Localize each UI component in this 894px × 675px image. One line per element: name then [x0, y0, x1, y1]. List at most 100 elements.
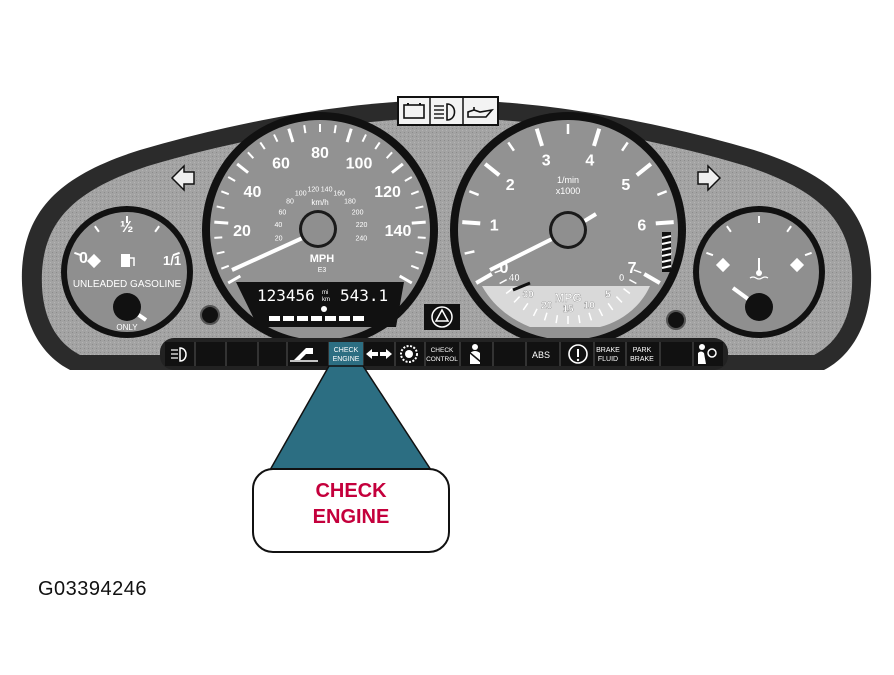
- speedometer-tick: [214, 236, 223, 239]
- tachometer-tick: [592, 128, 602, 147]
- temp-tick: [804, 251, 812, 257]
- brake-fluid-line2: FLUID: [598, 356, 618, 363]
- speedometer-tick: [247, 151, 255, 159]
- temperature-gauge-ticks: [706, 216, 812, 257]
- tach-tick-label: 4: [585, 152, 594, 169]
- service-bar: [297, 316, 308, 321]
- service-interval-bars: [269, 306, 364, 321]
- fuel-tick: [94, 225, 100, 233]
- mph-tick-label: 100: [346, 155, 373, 172]
- kmh-tick-label: 220: [356, 222, 368, 229]
- tach-tick-label: 0: [499, 260, 508, 277]
- tachometer-ticks: [462, 124, 674, 285]
- odometer-total: 123456: [257, 286, 315, 305]
- mpg-tick: [598, 308, 604, 317]
- kmh-tick-label: 80: [286, 199, 294, 206]
- speedometer-tick: [236, 162, 250, 174]
- callout-label: CHECK ENGINE: [255, 478, 447, 530]
- mpg-tick: [633, 269, 642, 274]
- redline-stripe: [661, 247, 672, 251]
- kmh-tick-label: 100: [295, 191, 307, 198]
- redline-stripe: [661, 253, 672, 257]
- mpg-tick: [615, 296, 623, 303]
- tachometer-tick: [635, 162, 653, 177]
- odometer-unit-lower: km: [322, 297, 330, 303]
- fuel-empty-label: 0: [79, 250, 88, 267]
- check-control-line2: CONTROL: [426, 356, 458, 363]
- mph-unit-label: MPH: [310, 253, 335, 265]
- mph-tick-label: 120: [374, 184, 401, 201]
- fog-light-icon: [171, 347, 187, 362]
- service-bar: [353, 316, 364, 321]
- speedo-sub-label: E3: [318, 267, 327, 274]
- speedometer-tick: [214, 220, 229, 225]
- tachometer-tick: [464, 250, 475, 255]
- fuel-gauge-ticks: [74, 216, 180, 257]
- temp-hot-diamond: [789, 257, 805, 273]
- speedometer-tick: [390, 162, 404, 174]
- redline-stripe: [661, 259, 672, 263]
- mpg-label: MPG: [554, 291, 581, 305]
- fuel-low-diamond: [86, 253, 102, 269]
- service-bar: [325, 316, 336, 321]
- park-brake-line1: PARK: [633, 347, 652, 354]
- speedometer-tick: [361, 134, 367, 143]
- mpg-tick: [588, 312, 593, 321]
- coolant-temp-icon: [749, 258, 769, 280]
- fuel-pump-icon: [121, 254, 135, 267]
- kmh-tick-label: 120: [308, 187, 320, 194]
- headlight-icon: [434, 103, 456, 121]
- service-bar: [311, 316, 322, 321]
- speedometer-tick: [385, 151, 393, 159]
- warning-light-strip: CHECK ENGINE CHECK CONTROL ABS BRAKE FLU…: [160, 338, 728, 370]
- mpg-tick: [623, 288, 631, 295]
- speedometer-tick: [227, 274, 242, 285]
- fuel-tick: [154, 225, 160, 233]
- fuel-tick: [74, 251, 82, 257]
- fuel-tick: [172, 251, 180, 257]
- temp-tick: [706, 251, 714, 257]
- speedometer-tick: [287, 128, 295, 143]
- high-beam-icon: [290, 348, 318, 362]
- speedometer-tick: [404, 176, 413, 182]
- mpg-tick-label: 40: [509, 273, 521, 284]
- tachometer-tick: [462, 220, 481, 226]
- tachometer-tick: [507, 141, 515, 152]
- tachometer-tick: [655, 220, 674, 226]
- hazard-warning-icon: [424, 304, 460, 330]
- temp-hub: [745, 293, 773, 321]
- service-dot: [321, 306, 327, 312]
- abs-label: ABS: [532, 350, 550, 360]
- speedometer-tick: [374, 141, 381, 150]
- brake-warning-gear-icon: [400, 345, 418, 363]
- turn-signal-pair-icon: [366, 349, 392, 359]
- left-turn-arrow-icon: [170, 164, 195, 192]
- tach-tick-label: 2: [506, 177, 515, 194]
- tach-tick-label: 6: [637, 217, 646, 234]
- mph-tick-label: 140: [385, 223, 412, 240]
- check-engine-label-line1: CHECK: [334, 347, 359, 354]
- kmh-unit-label: km/h: [311, 198, 328, 207]
- right-turn-arrow-icon: [697, 164, 722, 192]
- speedometer-tick: [415, 205, 424, 210]
- temp-cold-diamond: [715, 257, 731, 273]
- kmh-tick-label: 180: [344, 199, 356, 206]
- mpg-needle: [512, 281, 531, 292]
- fuel-unleaded-text: UNLEADED GASOLINE: [73, 279, 182, 290]
- tachometer-tick: [475, 272, 493, 285]
- tach-tick-label: 1: [490, 217, 499, 234]
- mpg-tick: [629, 279, 637, 285]
- mpg-tick: [505, 288, 513, 295]
- speedometer-tick: [216, 205, 225, 210]
- fuel-gauge: 0 ½ 1/1 UNLEADED GASOLINE ONLY: [61, 206, 193, 338]
- right-knob[interactable]: [666, 310, 686, 330]
- left-knob[interactable]: [200, 305, 220, 325]
- speedometer-tick: [303, 125, 307, 134]
- speedometer-tick: [220, 190, 230, 196]
- callout-pointer: [268, 365, 433, 471]
- odometer-unit-upper: mi: [322, 290, 328, 296]
- mpg-tick-label: 0: [619, 273, 625, 284]
